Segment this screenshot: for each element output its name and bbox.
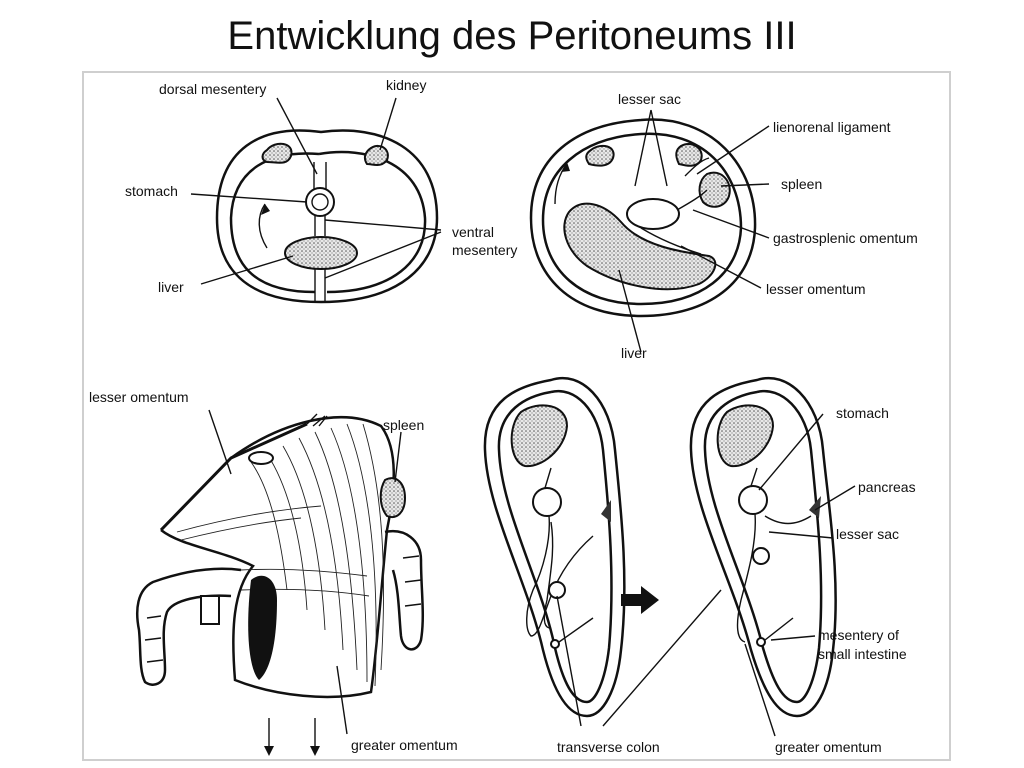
panel-d-right-stomach: [738, 485, 768, 515]
label-lesser-omentum-c: lesser omentum: [89, 389, 189, 405]
panel-d-right-lining: [703, 389, 823, 704]
page-title: Entwicklung des Peritoneums III: [227, 14, 797, 58]
panel-a-rotation-arrowhead: [261, 204, 270, 215]
panel-b-spleen: [698, 171, 731, 208]
label-ventral: ventral: [452, 224, 494, 240]
panel-d-left-liver: [510, 404, 569, 468]
panel-c-spleen: [379, 477, 407, 518]
label-lienorenal-ligament: lienorenal ligament: [773, 119, 891, 135]
panel-c-pylorus: [248, 451, 274, 465]
panel-c-dark-cavity: [248, 575, 277, 680]
panel-c-stomach-omentum-outline: [160, 416, 395, 699]
panel-d-sagittal-sections: stomach pancreas lesser sac mesentery of…: [483, 376, 916, 755]
panel-d-left-small-intestine: [550, 639, 560, 649]
label-greater-omentum-d: greater omentum: [775, 739, 882, 755]
panel-b-peritoneal-lining: [541, 132, 743, 306]
panel-b-lienorenal: [684, 157, 710, 177]
panel-d-transition-arrow: [621, 586, 659, 614]
figure-frame: [82, 71, 951, 761]
panel-d-left-stomach: [532, 487, 562, 517]
label-kidney: kidney: [386, 77, 426, 93]
panel-b-kidney-left: [585, 144, 615, 167]
panel-a-kidney-left: [261, 142, 293, 164]
panel-a-ventral-mesentery: [314, 216, 326, 236]
panel-a-kidney-right: [363, 144, 389, 166]
panel-c-greater-omentum: lesser omentum spleen greater omentum: [89, 389, 458, 756]
panel-a-stomach: [305, 187, 335, 217]
label-transverse-colon: transverse colon: [557, 739, 660, 755]
panel-c-omentum-hatching: [176, 423, 384, 687]
label-lesser-omentum-b: lesser omentum: [766, 281, 866, 297]
panel-a-transverse-section: dorsal mesentery kidney stomach ventral …: [125, 77, 517, 304]
panel-b-body-wall: [529, 118, 757, 318]
label-lesser-sac-b: lesser sac: [618, 91, 681, 107]
label-liver-a: liver: [158, 279, 184, 295]
panel-d-left-omentum-inner: [543, 521, 554, 629]
panel-b-transverse-section: lesser sac lienorenal ligament spleen ga…: [529, 91, 918, 361]
panel-c-colon-stump: [200, 595, 220, 625]
label-small-intestine: small intestine: [818, 646, 907, 662]
panel-d-right-small-intestine: [756, 637, 766, 647]
label-mesentery-of: mesentery of: [818, 627, 899, 643]
panel-b-rotation-arrowhead: [561, 162, 570, 172]
panel-d-left-lining: [497, 389, 613, 704]
label-lesser-sac-d: lesser sac: [836, 526, 899, 542]
panel-a-dorsal-mesentery: [313, 162, 327, 190]
panel-a-stomach-lumen: [311, 193, 329, 211]
panel-a-falciform: [314, 268, 326, 302]
panel-d-right-pancreas-fold: [764, 515, 812, 525]
label-greater-omentum-c: greater omentum: [351, 737, 458, 753]
label-stomach-d: stomach: [836, 405, 889, 421]
label-dorsal-mesentery: dorsal mesentery: [159, 81, 266, 97]
panel-d-left-omentum: [526, 467, 594, 637]
panel-b-lesser-omentum: [640, 227, 702, 255]
peritoneum-development-figure: dorsal mesentery kidney stomach ventral …: [82, 71, 951, 761]
label-liver-b: liver: [621, 345, 647, 361]
panel-b-stomach: [626, 198, 680, 230]
label-ventral-mesentery: mesentery: [452, 242, 517, 258]
label-spleen-c: spleen: [383, 417, 424, 433]
panel-d-right-omentum: [736, 467, 758, 643]
panel-d-right-colon: [752, 547, 770, 565]
panel-d-left-colon: [548, 581, 566, 599]
panel-b-liver: [563, 202, 717, 291]
panel-d-right-body-wall: [689, 376, 837, 718]
panel-a-liver: [284, 236, 358, 270]
panel-b-gastrosplenic: [676, 189, 708, 211]
panel-c-colon-right: [384, 529, 425, 651]
panel-d-right-liver: [716, 404, 775, 468]
panel-a-rotation-arrow: [258, 203, 268, 249]
label-pancreas: pancreas: [858, 479, 916, 495]
label-stomach-a: stomach: [125, 183, 178, 199]
panel-c-colon-left: [136, 567, 242, 686]
panel-c-top-ruffle: [306, 413, 328, 427]
panel-d-left-body-wall: [483, 376, 626, 718]
label-gastrosplenic-omentum: gastrosplenic omentum: [773, 230, 918, 246]
label-spleen-b: spleen: [781, 176, 822, 192]
panel-b-kidney-right: [675, 142, 703, 167]
panel-a-body-wall: [215, 129, 439, 304]
